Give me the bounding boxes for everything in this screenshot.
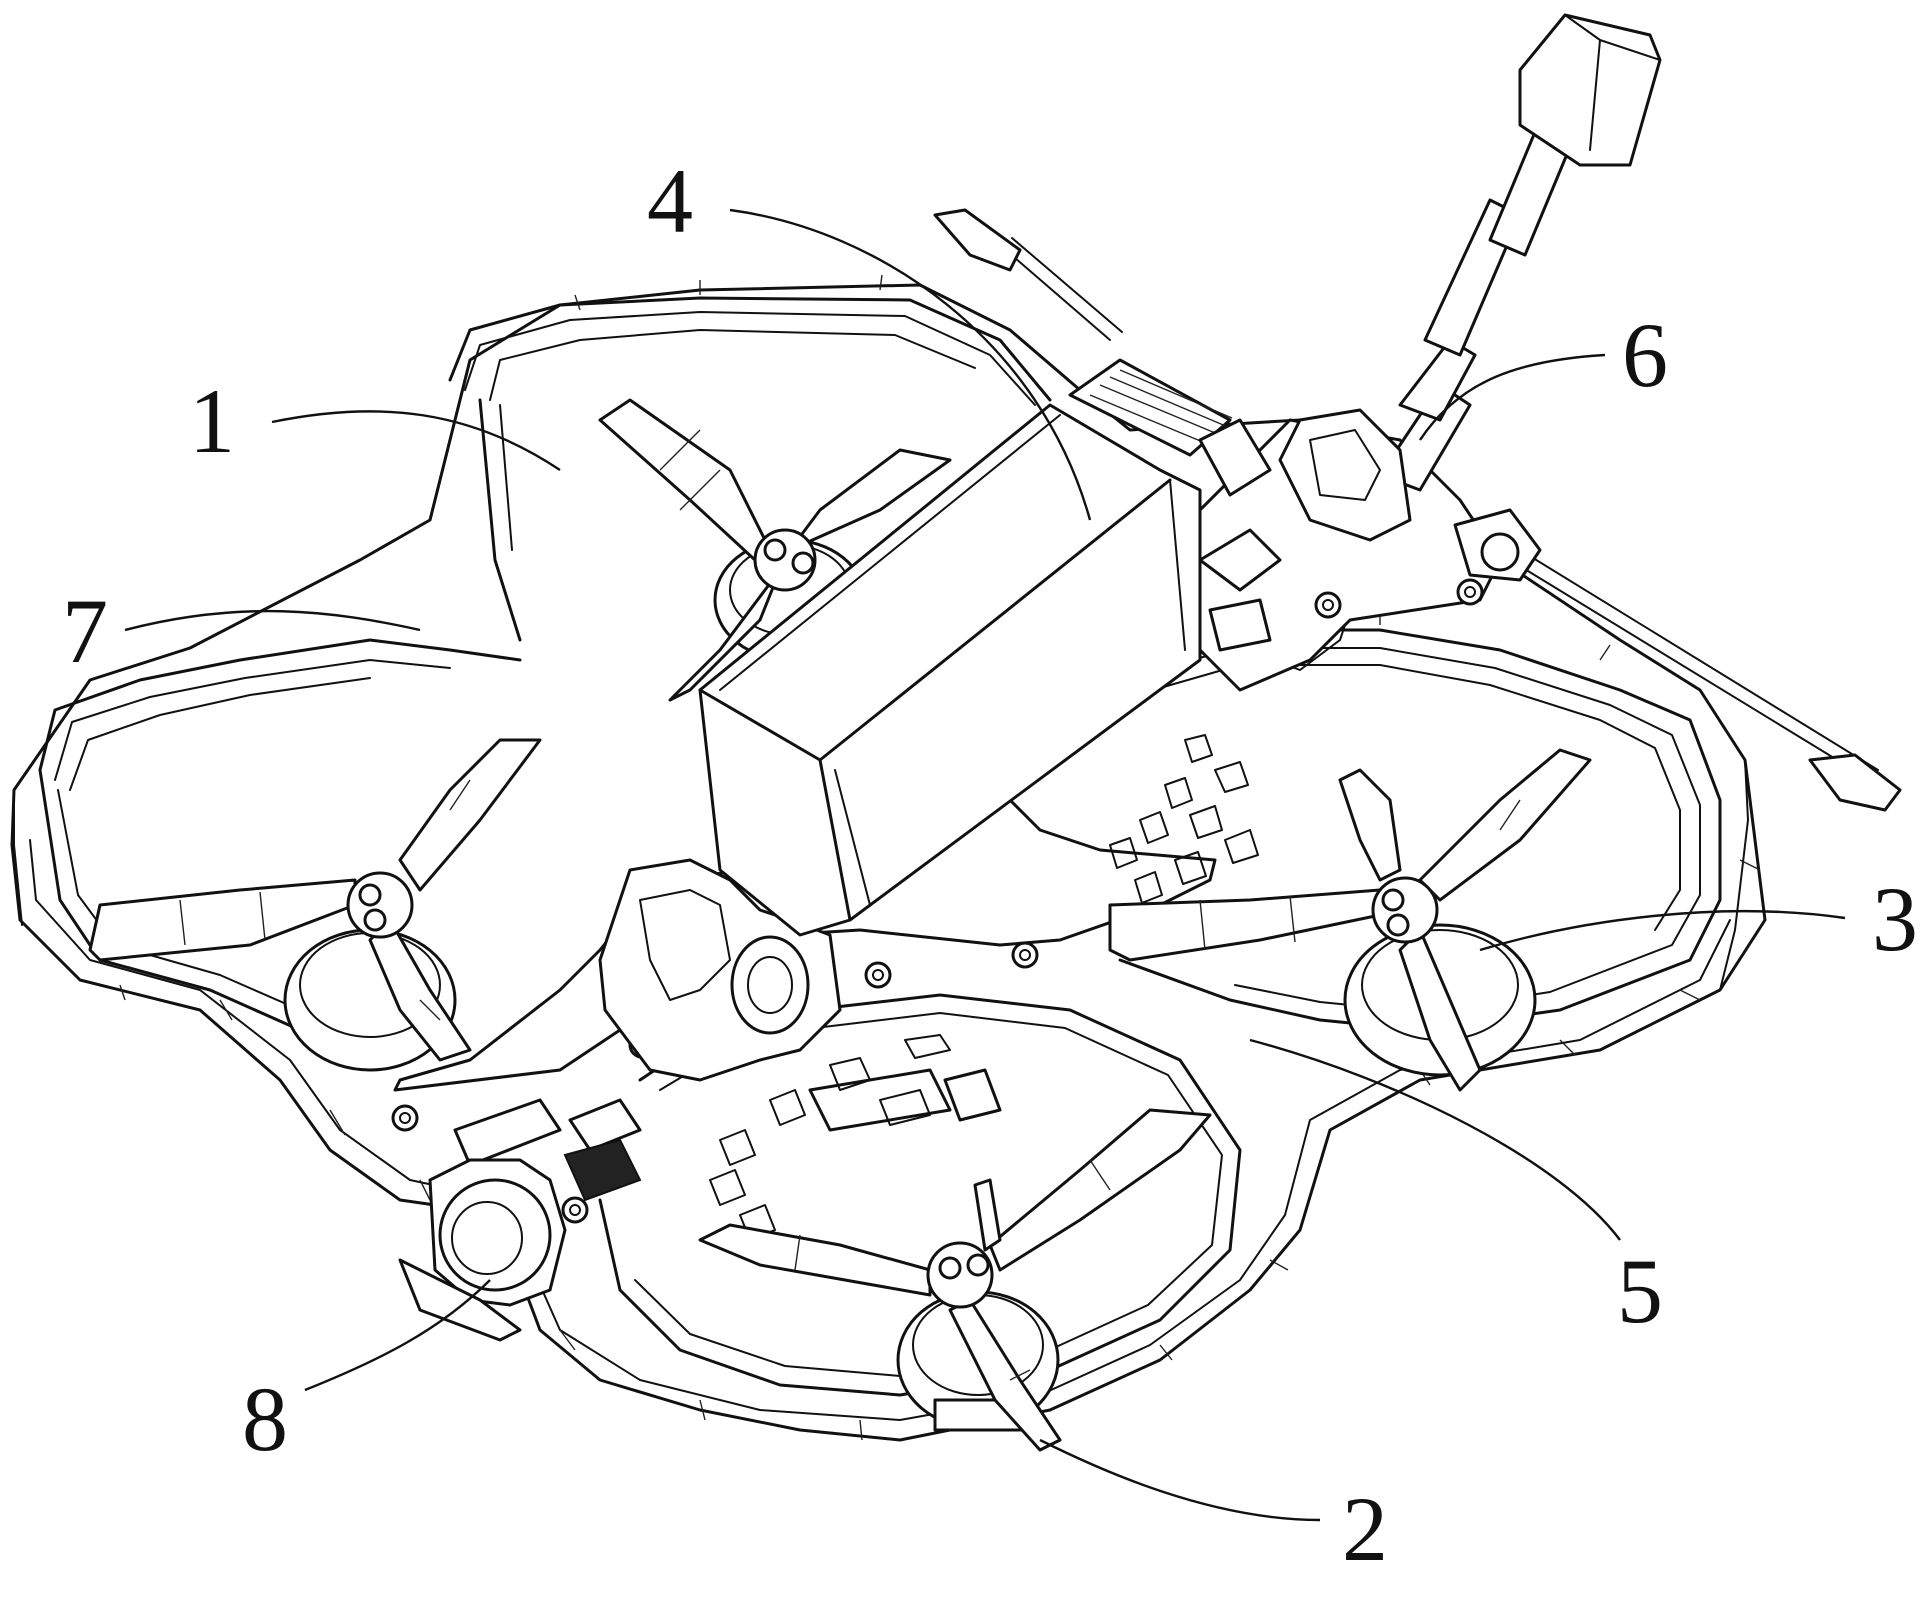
callout-7: 7: [62, 580, 108, 682]
callout-3: 3: [1872, 868, 1918, 970]
callout-2: 2: [1342, 1478, 1388, 1580]
callout-6: 6: [1622, 304, 1668, 406]
leader-line-2: [1040, 1440, 1320, 1520]
callout-1: 1: [189, 370, 235, 472]
callout-8: 8: [242, 1368, 288, 1470]
callout-4: 4: [647, 150, 693, 252]
callout-5: 5: [1617, 1240, 1663, 1342]
vtx-antenna: [1280, 15, 1660, 580]
